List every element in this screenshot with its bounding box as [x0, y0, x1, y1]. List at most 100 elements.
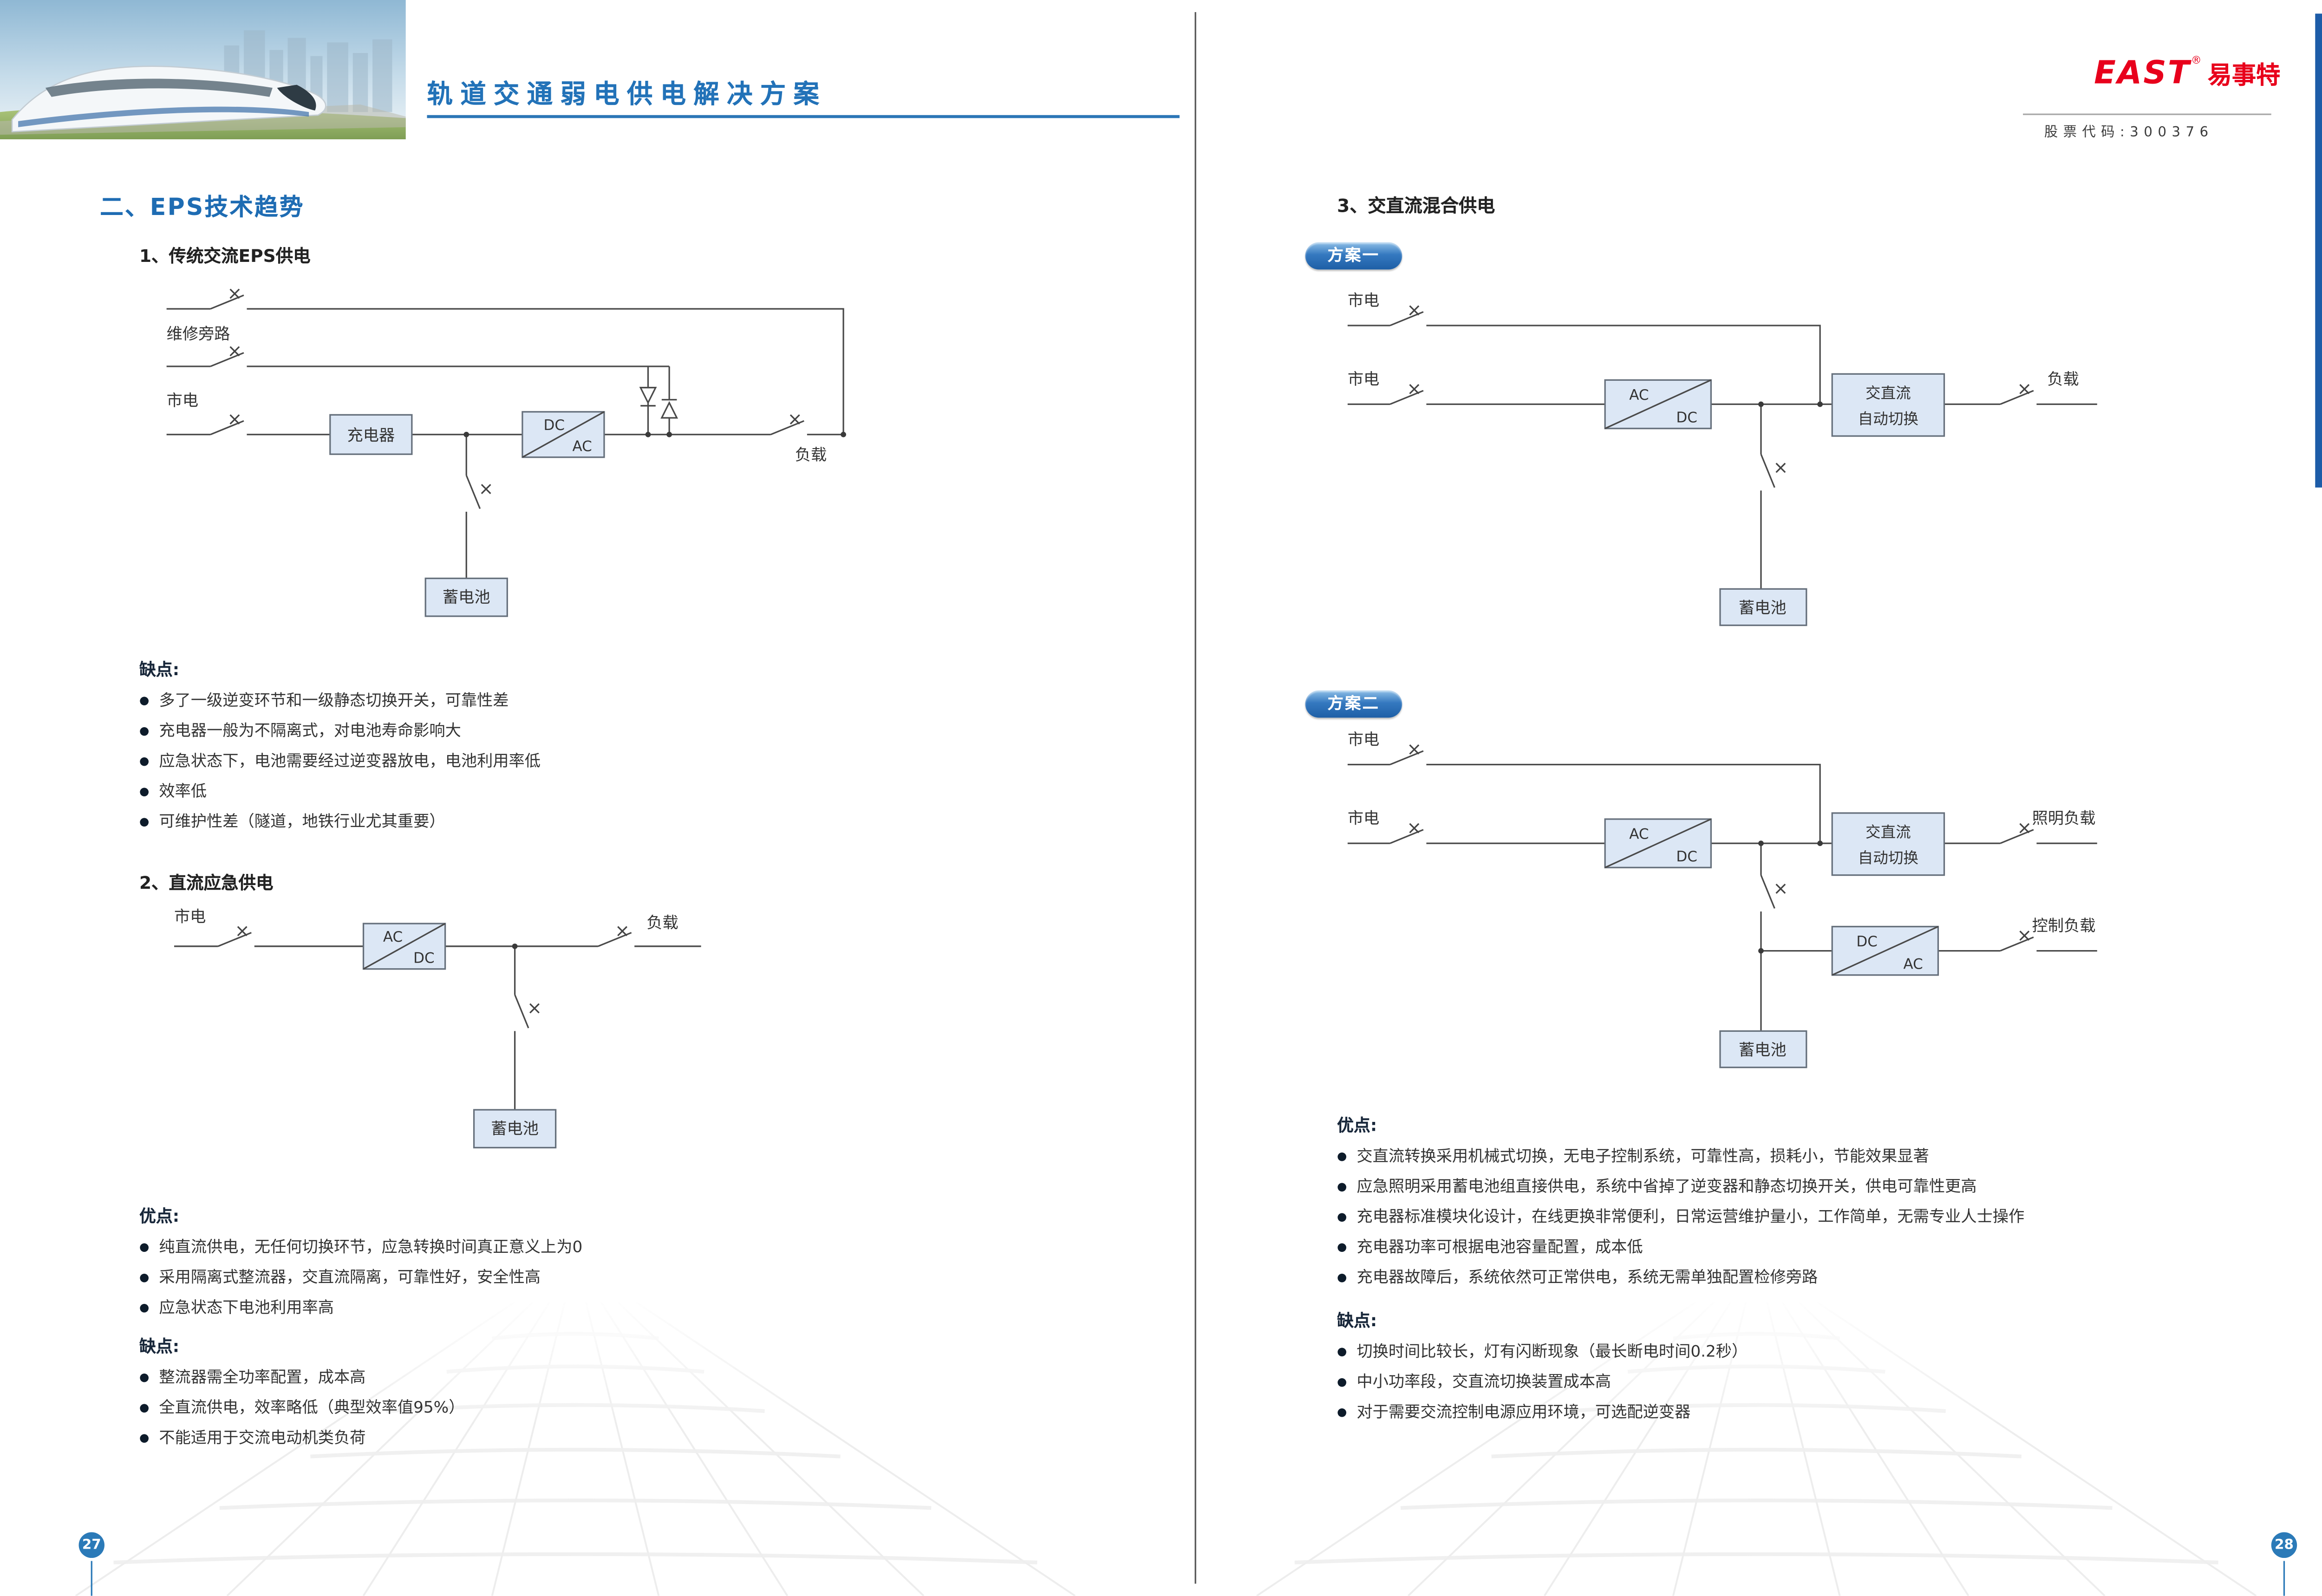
transfer-label-2: 自动切换 — [1858, 849, 1918, 866]
item-text: 应急照明采用蓄电池组直接供电，系统中省掉了逆变器和静态切换开关，供电可靠性更高 — [1357, 1177, 1977, 1196]
list-item: ● 充电器功率可根据电池容量配置，成本低 — [1337, 1231, 2024, 1261]
diagram-traditional-eps: 维修旁路 市电 充电器 DC AC 蓄电池 负载 — [166, 288, 846, 617]
stock-code: 股票代码:300376 — [2044, 125, 2214, 141]
list-item: ● 可维护性差（隧道，地铁行业尤其重要） — [139, 806, 541, 836]
dc-label: DC — [413, 950, 434, 967]
mains1-label: 市电 — [1348, 730, 1379, 749]
diagram-scheme1: 市电 市电 AC DC 交直流 自动切换 蓄电池 负载 — [1347, 292, 2097, 626]
list-item: ●效率低 — [139, 775, 541, 805]
bullet-icon: ● — [139, 1369, 150, 1383]
cons-list: ● 切换时间比较长，灯有闪断现象（最长断电时间0.2秒） ●中小功率段，交直流切换… — [1337, 1335, 1748, 1427]
bullet-icon: ● — [139, 753, 150, 767]
cons-title: 缺点: — [1337, 1311, 1377, 1331]
item-text: 全直流供电，效率略低（典型效率值95%） — [159, 1398, 465, 1417]
cons1-list: ● 多了一级逆变环节和一级静态切换开关，可靠性差 ● 充电器一般为不隔离式，对电池寿… — [139, 684, 541, 836]
tracks-background — [0, 1293, 2322, 1596]
battery-box — [1719, 1030, 1807, 1068]
static-switch-thyristors — [639, 387, 678, 419]
list-item: ●应急状态下电池利用率高 — [139, 1291, 582, 1322]
bullet-icon: ● — [1337, 1148, 1347, 1162]
mains2-label: 市电 — [1348, 370, 1379, 389]
page-title: 轨道交通弱电供电解决方案 — [427, 80, 827, 111]
mains-label: 市电 — [174, 908, 206, 926]
bullet-icon: ● — [1337, 1404, 1347, 1418]
ac-label: AC — [383, 929, 403, 945]
page-number-right: 28 — [2271, 1532, 2297, 1558]
scheme2-badge: 方案二 — [1305, 690, 1402, 718]
lighting-load-label: 照明负载 — [2032, 809, 2096, 828]
item-text: 充电器一般为不隔离式，对电池寿命影响大 — [159, 721, 461, 740]
diagram-dc-emergency: 市电 AC DC 蓄电池 负载 — [174, 908, 701, 1149]
item-text: 多了一级逆变环节和一级静态切换开关，可靠性差 — [159, 691, 509, 710]
bullet-icon: ● — [1337, 1239, 1347, 1253]
bullet-icon: ● — [139, 1269, 150, 1283]
page-number-left: 27 — [78, 1532, 104, 1558]
item-text: 应急状态下，电池需要经过逆变器放电，电池利用率低 — [159, 751, 541, 770]
sub1-title: 1、传统交流EPS供电 — [139, 245, 311, 267]
transfer-switch-box — [1831, 812, 1945, 876]
brand-logo: EAST®易事特 — [2053, 54, 2280, 91]
bullet-icon: ● — [1337, 1269, 1347, 1283]
list-item: ● 多了一级逆变环节和一级静态切换开关，可靠性差 — [139, 684, 541, 715]
list-item: ● 应急状态下，电池需要经过逆变器放电，电池利用率低 — [139, 745, 541, 775]
item-text: 交直流转换采用机械式切换，无电子控制系统，可靠性高，损耗小，节能效果显著 — [1357, 1147, 1929, 1165]
fold-divider — [1194, 12, 1196, 1584]
bullet-icon: ● — [139, 692, 150, 707]
item-text: 切换时间比较长，灯有闪断现象（最长断电时间0.2秒） — [1357, 1342, 1748, 1361]
battery-label: 蓄电池 — [443, 588, 490, 607]
wiring — [1347, 311, 2097, 589]
load-label: 负载 — [646, 914, 678, 932]
sub2-title: 2、直流应急供电 — [139, 872, 274, 893]
list-item: ● 充电器故障后，系统依然可正常供电，系统无需单独配置检修旁路 — [1337, 1261, 2024, 1291]
battery-box — [1719, 588, 1807, 626]
wiring — [166, 294, 844, 579]
dc-label: DC — [544, 417, 565, 434]
bullet-icon: ● — [139, 783, 150, 797]
list-item: ●中小功率段，交直流切换装置成本高 — [1337, 1366, 1748, 1396]
transfer-label-2: 自动切换 — [1858, 410, 1918, 428]
page-tick-right — [2283, 1561, 2285, 1596]
list-item: ●纯直流供电，无任何切换环节，应急转换时间真正意义上为0 — [139, 1231, 582, 1261]
battery-box — [473, 1109, 557, 1149]
bullet-icon: ● — [139, 1300, 150, 1314]
item-text: 充电器功率可根据电池容量配置，成本低 — [1357, 1238, 1643, 1256]
item-text: 充电器标准模块化设计，在线更换非常便利，日常运营维护量小，工作简单，无需专业人士… — [1357, 1207, 2025, 1226]
bullet-icon: ● — [139, 814, 150, 827]
list-item: ● 不能适用于交流电动机类负荷 — [139, 1422, 464, 1452]
mains-label: 市电 — [167, 391, 198, 410]
item-text: 不能适用于交流电动机类负荷 — [159, 1428, 366, 1447]
control-load-label: 控制负载 — [2032, 917, 2096, 935]
train-photo — [0, 0, 406, 139]
mains1-label: 市电 — [1348, 292, 1379, 310]
left-section-title: 二、EPS技术趋势 — [100, 194, 305, 221]
dc-label: DC — [1676, 410, 1697, 426]
ac-label: AC — [1629, 387, 1649, 404]
item-text: 充电器故障后，系统依然可正常供电，系统无需单独配置检修旁路 — [1357, 1268, 1818, 1286]
right-accent-bar — [2315, 13, 2322, 488]
title-underline — [427, 115, 1180, 118]
pros2-title: 优点: — [139, 1206, 180, 1227]
bullet-icon: ● — [1337, 1209, 1347, 1223]
dc-label: DC — [1676, 848, 1697, 865]
item-text: 采用隔离式整流器，交直流隔离，可靠性好，安全性高 — [159, 1268, 541, 1286]
bullet-icon: ● — [1337, 1179, 1347, 1192]
bullet-icon: ● — [139, 723, 150, 737]
bullet-icon: ● — [139, 1430, 150, 1444]
transfer-switch-box — [1831, 373, 1945, 437]
diagram-scheme2: 市电 市电 AC DC 交直流 自动切换 DC AC 蓄电池 照明负载 控制负载 — [1348, 730, 2097, 1068]
train-body — [11, 65, 326, 133]
inverter-dc-label: DC — [1856, 933, 1877, 950]
list-item: ● 应急照明采用蓄电池组直接供电，系统中省掉了逆变器和静态切换开关，供电可靠性更高 — [1337, 1170, 2024, 1200]
list-item: ● 充电器一般为不隔离式，对电池寿命影响大 — [139, 715, 541, 745]
item-text: 中小功率段，交直流切换装置成本高 — [1357, 1372, 1611, 1391]
pros-list: ● 交直流转换采用机械式切换，无电子控制系统，可靠性高，损耗小，节能效果显著 ● 应… — [1337, 1140, 2024, 1291]
pros2-list: ●纯直流供电，无任何切换环节，应急转换时间真正意义上为0 ● 采用隔离式整流器，交… — [139, 1231, 582, 1322]
item-text: 可维护性差（隧道，地铁行业尤其重要） — [159, 812, 445, 831]
list-item: ●全直流供电，效率略低（典型效率值95%） — [139, 1391, 464, 1421]
bullet-icon: ● — [139, 1239, 150, 1253]
cons2-list: ●整流器需全功率配置，成本高 ●全直流供电，效率略低（典型效率值95%） ●不能… — [139, 1361, 464, 1452]
charger-label: 充电器 — [347, 426, 395, 445]
pros-title: 优点: — [1337, 1115, 1377, 1136]
mains2-label: 市电 — [1348, 809, 1379, 828]
